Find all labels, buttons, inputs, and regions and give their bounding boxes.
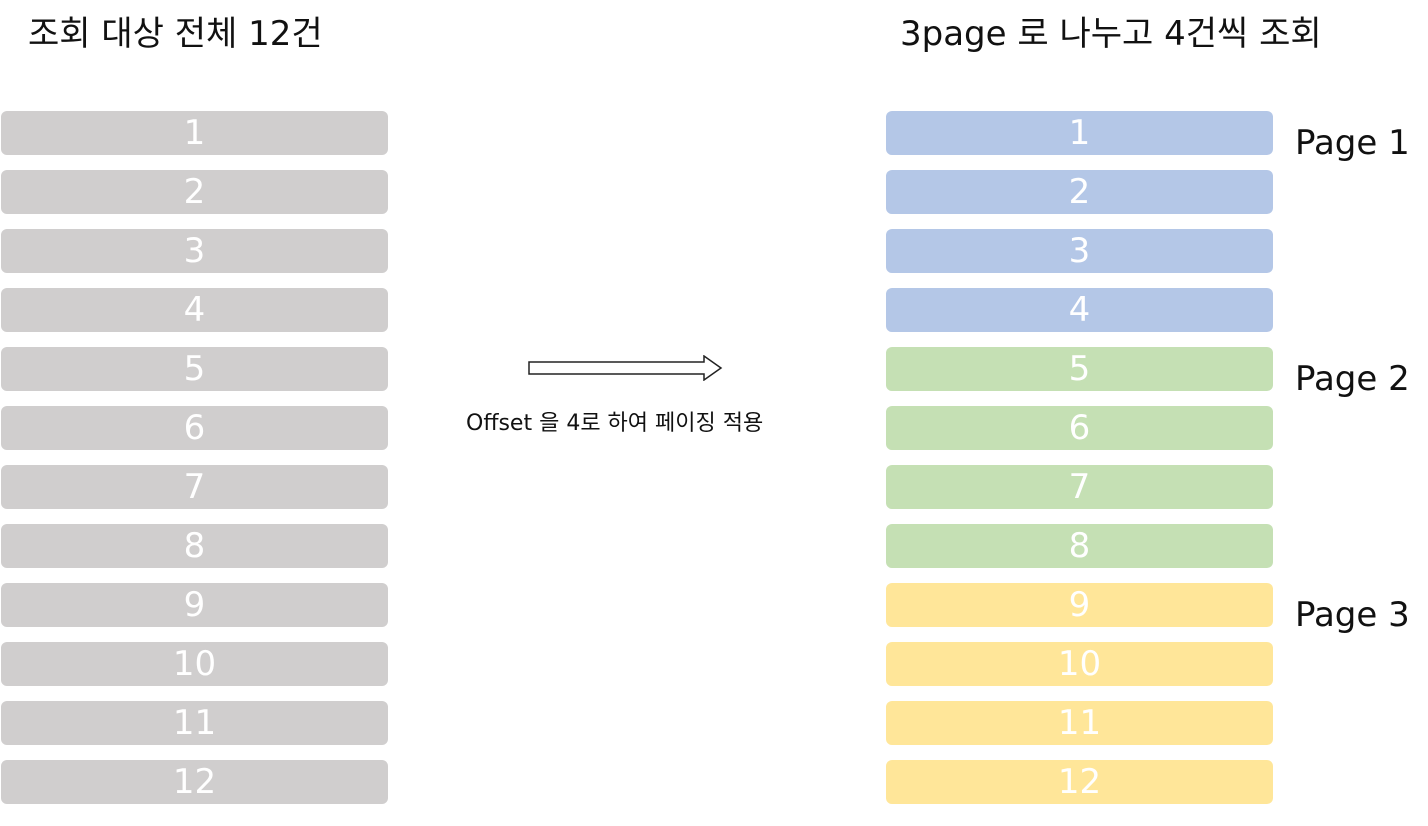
page-label-1: Page 1 — [1295, 123, 1410, 163]
page-2-record-row: 5 — [886, 347, 1273, 391]
page-2-record-row: 6 — [886, 406, 1273, 450]
record-row: 1 — [1, 111, 388, 155]
page-1-record-row: 4 — [886, 288, 1273, 332]
record-row: 12 — [1, 760, 388, 804]
all-records-title: 조회 대상 전체 12건 — [28, 14, 323, 54]
record-row: 9 — [1, 583, 388, 627]
page-label-2: Page 2 — [1295, 359, 1410, 399]
record-row: 6 — [1, 406, 388, 450]
record-row: 7 — [1, 465, 388, 509]
page-1-record-row: 3 — [886, 229, 1273, 273]
right-arrow-icon — [528, 355, 723, 381]
page-3-record-row: 9 — [886, 583, 1273, 627]
page-2-record-row: 8 — [886, 524, 1273, 568]
page-1-record-row: 1 — [886, 111, 1273, 155]
paged-records-title: 3page 로 나누고 4건씩 조회 — [900, 14, 1322, 54]
page-1-record-row: 2 — [886, 170, 1273, 214]
record-row: 3 — [1, 229, 388, 273]
page-3-record-row: 10 — [886, 642, 1273, 686]
page-2-record-row: 7 — [886, 465, 1273, 509]
record-row: 11 — [1, 701, 388, 745]
record-row: 2 — [1, 170, 388, 214]
record-row: 8 — [1, 524, 388, 568]
record-row: 10 — [1, 642, 388, 686]
page-3-record-row: 11 — [886, 701, 1273, 745]
page-3-record-row: 12 — [886, 760, 1273, 804]
record-row: 5 — [1, 347, 388, 391]
page-label-3: Page 3 — [1295, 595, 1410, 635]
record-row: 4 — [1, 288, 388, 332]
offset-description: Offset 을 4로 하여 페이징 적용 — [466, 411, 764, 436]
